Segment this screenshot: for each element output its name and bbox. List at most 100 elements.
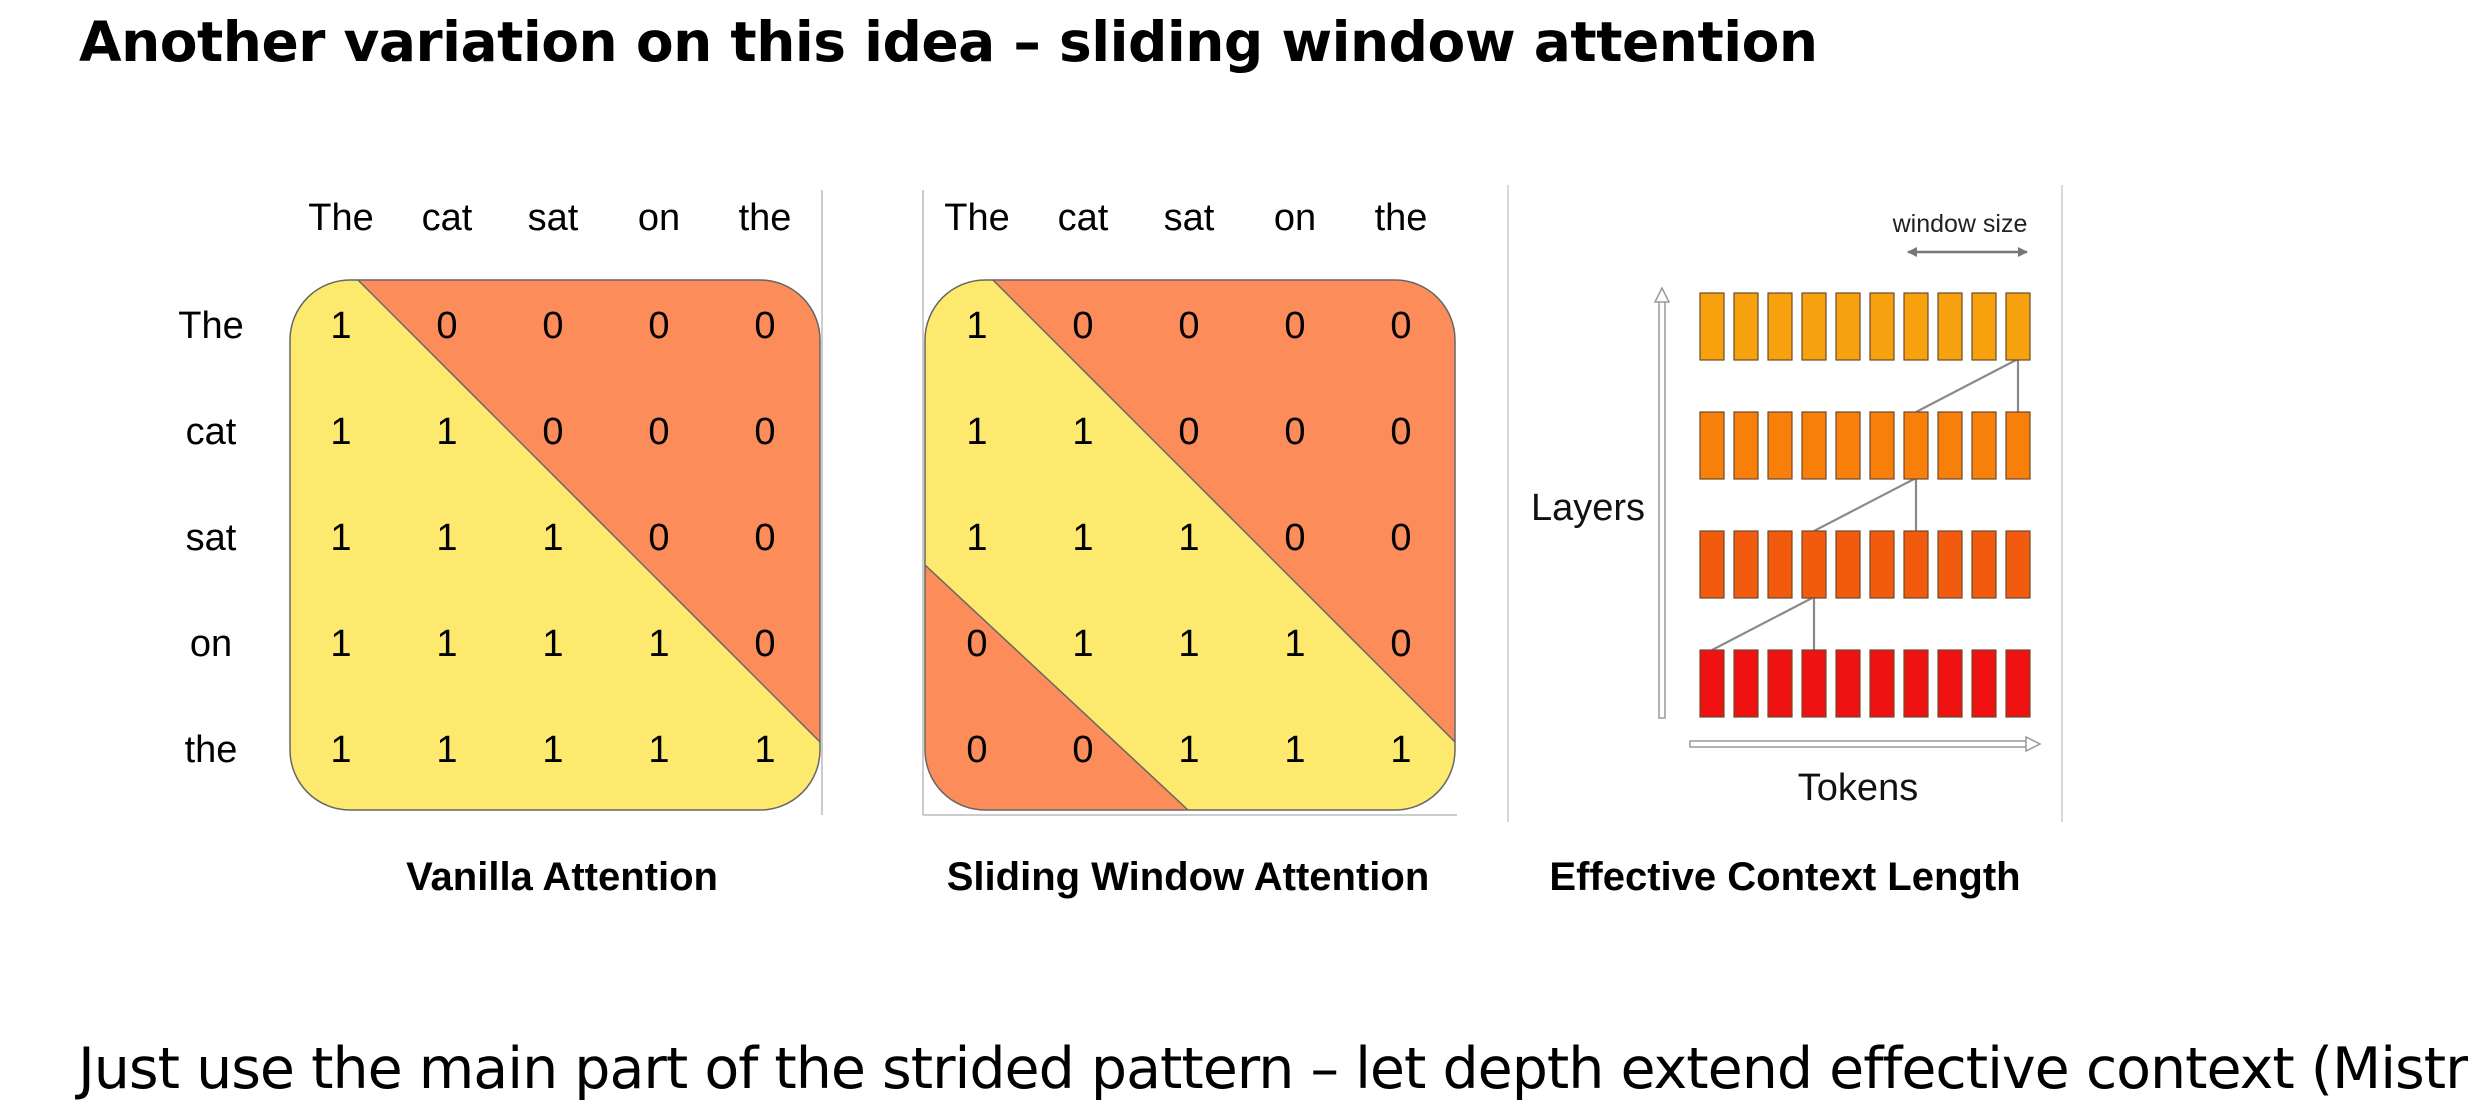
token-block	[1733, 530, 1759, 599]
token-block	[1937, 649, 1963, 718]
matrix-cell: 1	[436, 411, 457, 453]
token-block	[1903, 530, 1929, 599]
token-block	[2005, 530, 2031, 599]
layers-axis-arrowhead	[1653, 286, 1671, 303]
diagonal-boundary	[357, 279, 821, 743]
token-block	[1733, 649, 1759, 718]
token-block	[1801, 530, 1827, 599]
token-block	[1733, 292, 1759, 361]
matrix-cell: 0	[754, 623, 775, 665]
tokens-axis-label: Tokens	[1798, 767, 1918, 809]
column-header: on	[1274, 197, 1316, 239]
diagonal-boundary	[992, 279, 1456, 743]
matrix-cell: 1	[330, 729, 351, 771]
token-block	[1767, 411, 1793, 480]
layers-axis-label: Layers	[1531, 487, 1645, 529]
matrix-cell: 0	[1072, 305, 1093, 347]
matrix-cell: 1	[542, 623, 563, 665]
tokens-axis-arrowhead	[2025, 735, 2042, 753]
matrix-cell: 1	[330, 411, 351, 453]
token-block	[1903, 411, 1929, 480]
column-header: the	[1375, 197, 1428, 239]
row-header: sat	[186, 517, 237, 559]
column-header: the	[739, 197, 792, 239]
token-block	[1733, 411, 1759, 480]
column-header: cat	[422, 197, 473, 239]
matrix-cell: 0	[1284, 517, 1305, 559]
matrix-cell: 1	[1178, 729, 1199, 771]
receptive-field-link	[1915, 358, 2019, 413]
effective-context-panel: window size Layers Tokens	[1507, 185, 2063, 822]
token-block	[1869, 649, 1895, 718]
token-block	[1869, 530, 1895, 599]
column-header: on	[638, 197, 680, 239]
token-block	[1767, 292, 1793, 361]
token-block	[1903, 649, 1929, 718]
token-block	[1801, 411, 1827, 480]
column-header: The	[944, 197, 1009, 239]
matrix-cell: 0	[966, 729, 987, 771]
matrix-cell: 1	[330, 305, 351, 347]
matrix-cell: 1	[648, 729, 669, 771]
sliding-window-attention-title: Sliding Window Attention	[947, 855, 1430, 899]
token-block	[2005, 649, 2031, 718]
token-block	[1699, 411, 1725, 480]
matrix-cell: 0	[1390, 623, 1411, 665]
token-block	[1835, 530, 1861, 599]
matrix-cell: 0	[754, 305, 775, 347]
token-block	[1801, 649, 1827, 718]
matrix-cell: 0	[542, 411, 563, 453]
matrix-cell: 1	[1390, 729, 1411, 771]
matrix-cell: 0	[1390, 517, 1411, 559]
matrix-cell: 0	[754, 411, 775, 453]
slide-title: Another variation on this idea – sliding…	[79, 10, 1818, 74]
token-block	[1699, 530, 1725, 599]
matrix-outline	[289, 279, 821, 811]
matrix-cell: 0	[1072, 729, 1093, 771]
token-block	[1767, 530, 1793, 599]
matrix-cell: 0	[648, 305, 669, 347]
receptive-field-link	[1813, 477, 1917, 532]
tokens-axis-arrow	[1689, 740, 2029, 748]
matrix-cell: 1	[1178, 623, 1199, 665]
window-size-label: window size	[1892, 210, 2028, 238]
matrix-cell: 1	[1072, 411, 1093, 453]
matrix-cell: 1	[1178, 517, 1199, 559]
effective-context-length-title: Effective Context Length	[1549, 855, 2020, 899]
matrix-cell: 0	[1390, 411, 1411, 453]
matrix-cell: 1	[648, 623, 669, 665]
matrix-cell: 0	[1284, 411, 1305, 453]
matrix-cell: 1	[330, 517, 351, 559]
matrix-cell: 0	[1178, 305, 1199, 347]
token-block	[1937, 530, 1963, 599]
matrix-cell: 1	[330, 623, 351, 665]
token-block	[1971, 649, 1997, 718]
window-boundary	[924, 564, 1189, 811]
matrix-cell: 1	[1284, 729, 1305, 771]
matrix-cell: 1	[1072, 623, 1093, 665]
matrix-cell: 1	[436, 517, 457, 559]
token-block	[1971, 292, 1997, 361]
matrix-outline	[924, 279, 1456, 811]
matrix-cell: 1	[1284, 623, 1305, 665]
token-block	[1869, 292, 1895, 361]
slide-caption: Just use the main part of the strided pa…	[78, 1036, 2468, 1102]
matrix-cell: 0	[1178, 411, 1199, 453]
matrix-cell: 1	[436, 729, 457, 771]
row-header: the	[185, 729, 238, 771]
receptive-field-link	[1711, 596, 1815, 651]
token-block	[1971, 411, 1997, 480]
token-block	[2005, 411, 2031, 480]
token-block	[1801, 292, 1827, 361]
column-header: sat	[528, 197, 579, 239]
token-block	[1835, 649, 1861, 718]
matrix-cell: 1	[542, 729, 563, 771]
matrix-cell: 1	[966, 517, 987, 559]
matrix-cell: 1	[1072, 517, 1093, 559]
matrix-cell: 1	[436, 623, 457, 665]
matrix-cell: 0	[648, 517, 669, 559]
matrix-cell: 0	[1284, 305, 1305, 347]
token-block	[1699, 649, 1725, 718]
